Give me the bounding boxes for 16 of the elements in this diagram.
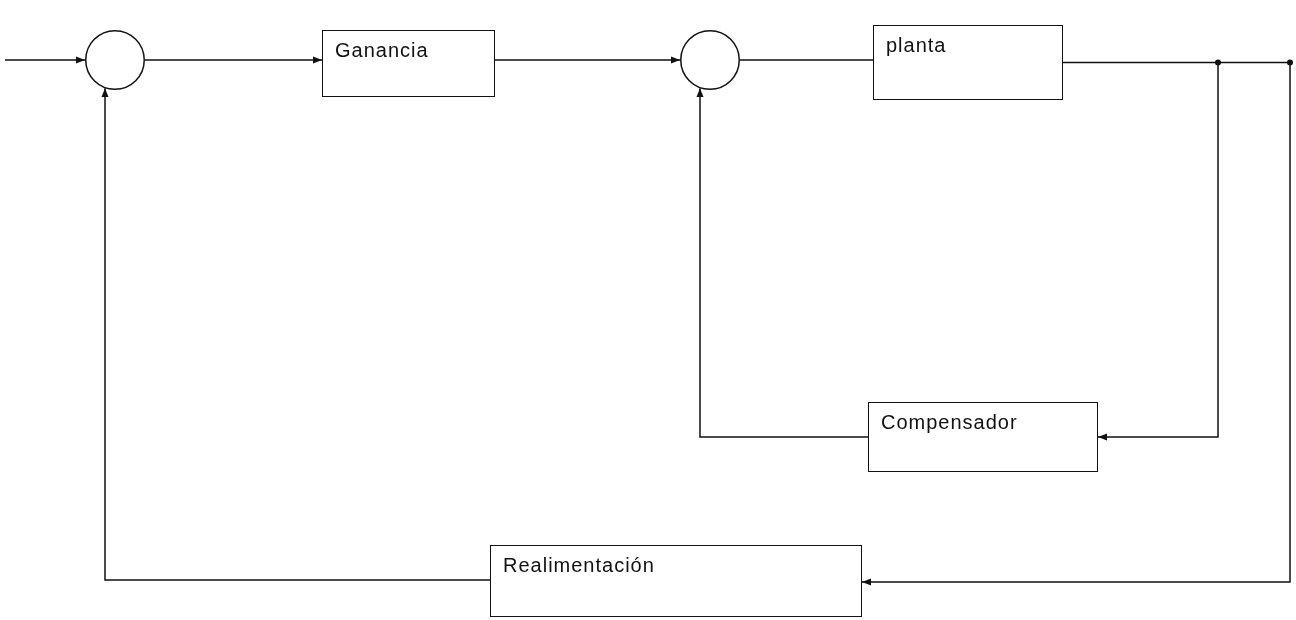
block-box bbox=[322, 30, 495, 97]
arrow bbox=[861, 61, 1291, 586]
block-label: planta bbox=[886, 34, 947, 56]
arrow bbox=[101, 87, 491, 581]
arrow bbox=[696, 87, 869, 438]
arrow bbox=[144, 56, 323, 64]
block-label: Realimentación bbox=[503, 554, 655, 576]
summing-junction bbox=[85, 30, 145, 90]
block-box bbox=[873, 25, 1063, 100]
block-box bbox=[490, 545, 862, 617]
arrow bbox=[494, 56, 681, 64]
block-label: Ganancia bbox=[335, 39, 429, 61]
arrow bbox=[4, 56, 86, 64]
block-label: Compensador bbox=[881, 411, 1018, 433]
summing-junction bbox=[680, 30, 740, 90]
block-box bbox=[868, 402, 1098, 472]
